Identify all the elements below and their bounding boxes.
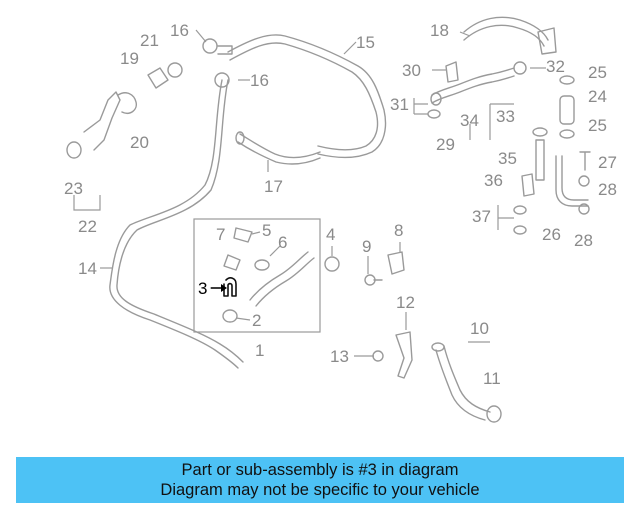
callout-25b: 25 [588, 116, 607, 135]
callout-19: 19 [120, 49, 139, 68]
callout-18: 18 [430, 21, 449, 40]
part-36-37 [497, 173, 535, 235]
callout-26: 26 [542, 225, 561, 244]
callout-28b: 28 [574, 231, 593, 250]
part-1-box [193, 218, 321, 333]
callout-3: 3 [198, 279, 207, 298]
callout-28a: 28 [598, 180, 617, 199]
callout-12: 12 [396, 293, 415, 312]
callout-7: 7 [216, 225, 225, 244]
part-10-11-pipe [431, 341, 502, 423]
callout-17: 17 [264, 177, 283, 196]
callout-11: 11 [483, 369, 501, 388]
callout-33: 33 [496, 107, 515, 126]
leader-lines [100, 29, 546, 357]
callout-4: 4 [326, 225, 335, 244]
part-18-hose [463, 16, 557, 55]
callout-8: 8 [394, 221, 403, 240]
banner-line-1: Part or sub-assembly is #3 in diagram [181, 461, 459, 479]
callout-29: 29 [436, 135, 455, 154]
part-26-28-pipe [555, 151, 591, 215]
info-banner: Part or sub-assembly is #3 in diagram Di… [16, 457, 624, 503]
callout-31: 31 [390, 95, 409, 114]
callout-16a: 16 [170, 21, 189, 40]
callout-30: 30 [402, 61, 421, 80]
callout-37: 37 [472, 207, 491, 226]
callout-2: 2 [252, 311, 261, 330]
part-3-arrow [211, 284, 227, 292]
callout-15: 15 [356, 33, 375, 52]
callout-24: 24 [588, 87, 607, 106]
part-30-32 [445, 61, 527, 83]
callout-22: 22 [78, 217, 97, 236]
callout-34: 34 [460, 111, 479, 130]
part-24-25 [559, 75, 575, 139]
part-22-23 [66, 91, 121, 211]
parts-diagram: 1 2 3 4 5 6 7 8 9 10 11 12 13 14 15 16 1… [64, 16, 617, 423]
callout-27: 27 [598, 153, 617, 172]
callout-25a: 25 [588, 63, 607, 82]
callout-9: 9 [362, 237, 371, 256]
part-12-13 [372, 331, 413, 379]
callout-5: 5 [262, 221, 271, 240]
callout-6: 6 [278, 233, 287, 252]
callout-32: 32 [546, 57, 565, 76]
banner-line-2: Diagram may not be specific to your vehi… [160, 481, 480, 499]
callout-20: 20 [130, 133, 149, 152]
part-15-hose [227, 34, 387, 159]
callout-23: 23 [64, 179, 83, 198]
callout-35: 35 [498, 149, 517, 168]
callout-14: 14 [78, 259, 97, 278]
part-3-highlighted [223, 277, 237, 297]
part-33-35-fitting [489, 103, 548, 181]
callout-36: 36 [484, 171, 503, 190]
part-4-clamp [324, 256, 340, 272]
part-8-9 [364, 251, 405, 286]
callout-21: 21 [140, 31, 159, 50]
part-19-21 [117, 62, 183, 114]
callout-1: 1 [255, 341, 264, 360]
callout-10: 10 [470, 319, 489, 338]
callout-16b: 16 [250, 71, 269, 90]
part-14-pipe [109, 79, 244, 369]
part-16-clamps [202, 38, 233, 88]
callout-13: 13 [330, 347, 349, 366]
part-17-hose [235, 131, 321, 165]
